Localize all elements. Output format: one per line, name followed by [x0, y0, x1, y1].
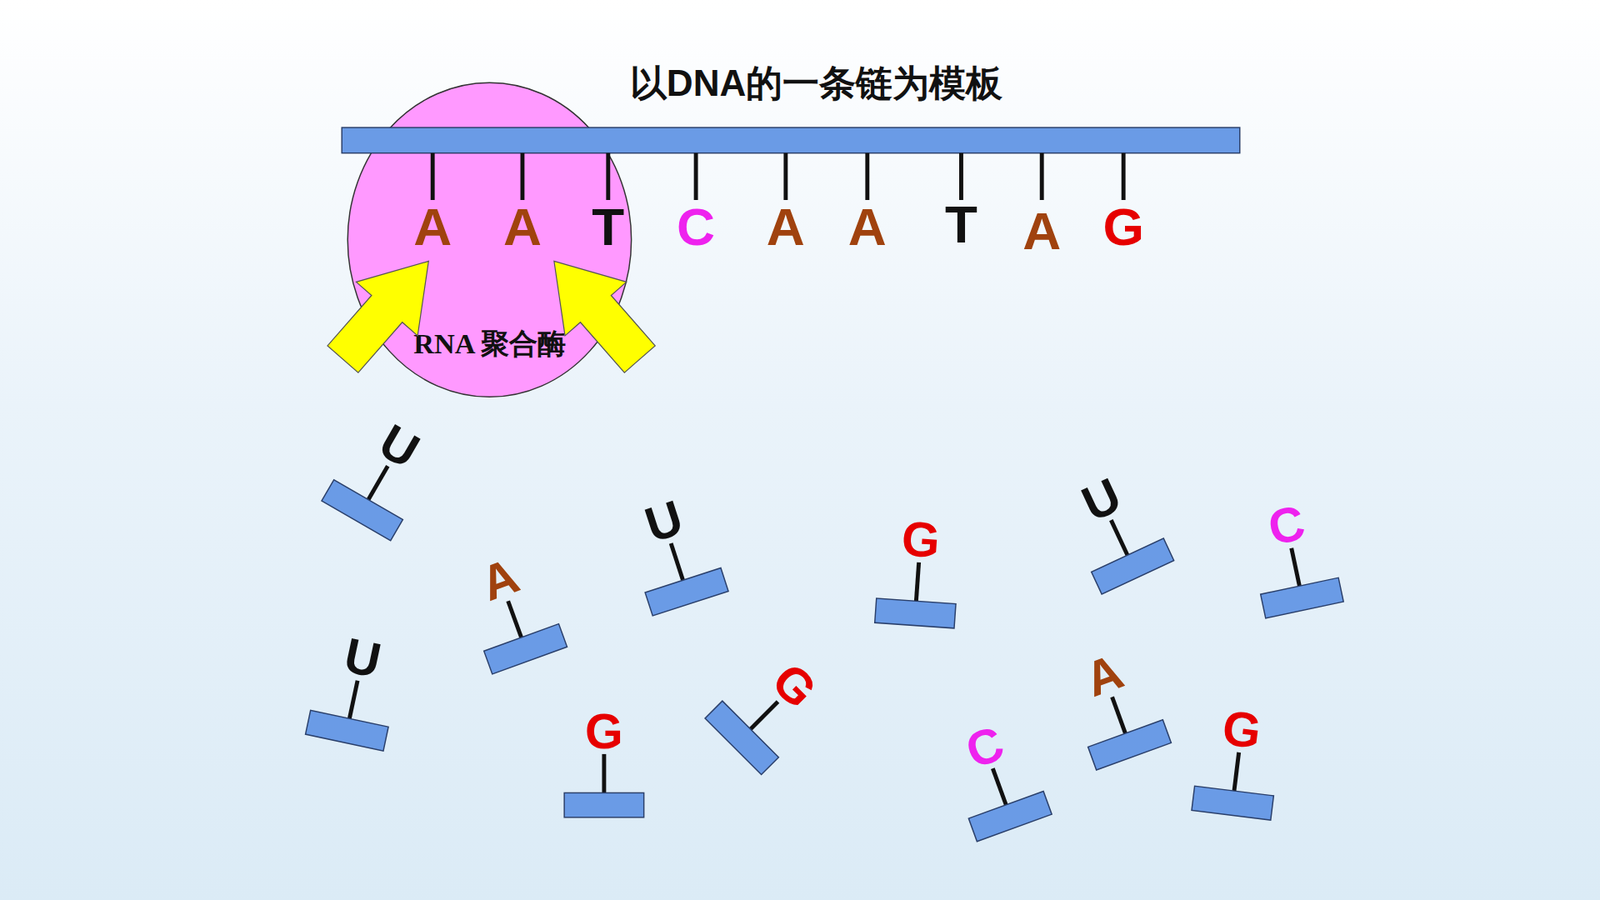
nucleotide-base: C — [1264, 498, 1310, 554]
nucleotide — [564, 754, 645, 818]
nucleotide-base: A — [1079, 646, 1130, 705]
nucleotide-base: U — [340, 630, 385, 686]
dna-base: A — [848, 200, 887, 254]
nucleotide-base: U — [371, 416, 427, 477]
sugar-phosphate — [484, 624, 568, 675]
nucleotide-stem — [1291, 548, 1300, 587]
title: 以DNA的一条链为模板 — [630, 59, 1004, 109]
nucleotide-stem — [1112, 696, 1126, 734]
nucleotide-stem — [1110, 520, 1128, 555]
nucleotide-stem — [750, 701, 779, 730]
nucleotide-stem — [601, 754, 606, 794]
base-stem — [1121, 153, 1126, 200]
nucleotide-stem — [349, 680, 358, 720]
nucleotide-stem — [368, 465, 388, 500]
sugar-phosphate — [1191, 785, 1274, 820]
nucleotide — [1191, 747, 1279, 820]
nucleotide — [305, 672, 397, 751]
dna-base: T — [591, 200, 625, 254]
nucleotide — [1075, 683, 1172, 770]
sugar-phosphate — [305, 710, 390, 751]
base-stem — [1040, 153, 1045, 200]
nucleotide-base: G — [763, 655, 825, 717]
nucleotide — [875, 560, 960, 629]
nucleotide-base: U — [640, 493, 690, 551]
nucleotide-base: G — [585, 707, 624, 757]
dna-base: A — [503, 200, 542, 254]
sugar-phosphate — [968, 790, 1052, 841]
sugar-phosphate — [705, 700, 779, 775]
sugar-phosphate — [564, 792, 645, 817]
free-nucleotides — [305, 445, 1345, 841]
nucleotide-stem — [992, 768, 1006, 805]
sugar-phosphate — [645, 567, 729, 615]
nucleotide — [633, 530, 729, 616]
enzyme-label: RNA 聚合酶 — [346, 325, 633, 364]
sugar-phosphate — [321, 480, 403, 541]
nucleotide-base: C — [960, 718, 1010, 777]
dna-base: A — [766, 200, 805, 254]
nucleotide-stem — [915, 562, 919, 601]
base-stem — [783, 153, 788, 200]
nucleotide-stem — [508, 600, 522, 638]
nucleotide — [1252, 540, 1344, 619]
nucleotide-base: U — [1075, 470, 1128, 530]
base-stem — [694, 153, 699, 200]
nucleotide — [470, 587, 568, 675]
base-stem — [865, 153, 870, 200]
dna-base: A — [1022, 204, 1061, 258]
nucleotide-stem — [1234, 752, 1240, 791]
nucleotide-base: G — [900, 514, 942, 566]
dna-base: C — [676, 200, 715, 254]
dna-base: A — [413, 200, 452, 254]
sugar-phosphate — [1088, 720, 1172, 770]
base-stem — [959, 153, 964, 200]
nucleotide-base: G — [1220, 703, 1265, 757]
dna-base: T — [945, 198, 978, 252]
enzyme-circle: RNA 聚合酶 — [346, 81, 633, 399]
sugar-phosphate — [875, 598, 956, 629]
sugar-phosphate — [1091, 538, 1175, 595]
nucleotide-base: A — [475, 550, 525, 610]
nucleotide — [955, 755, 1052, 842]
sugar-phosphate — [1260, 577, 1345, 619]
dna-base: G — [1102, 200, 1145, 254]
nucleotide-stem — [670, 543, 683, 580]
